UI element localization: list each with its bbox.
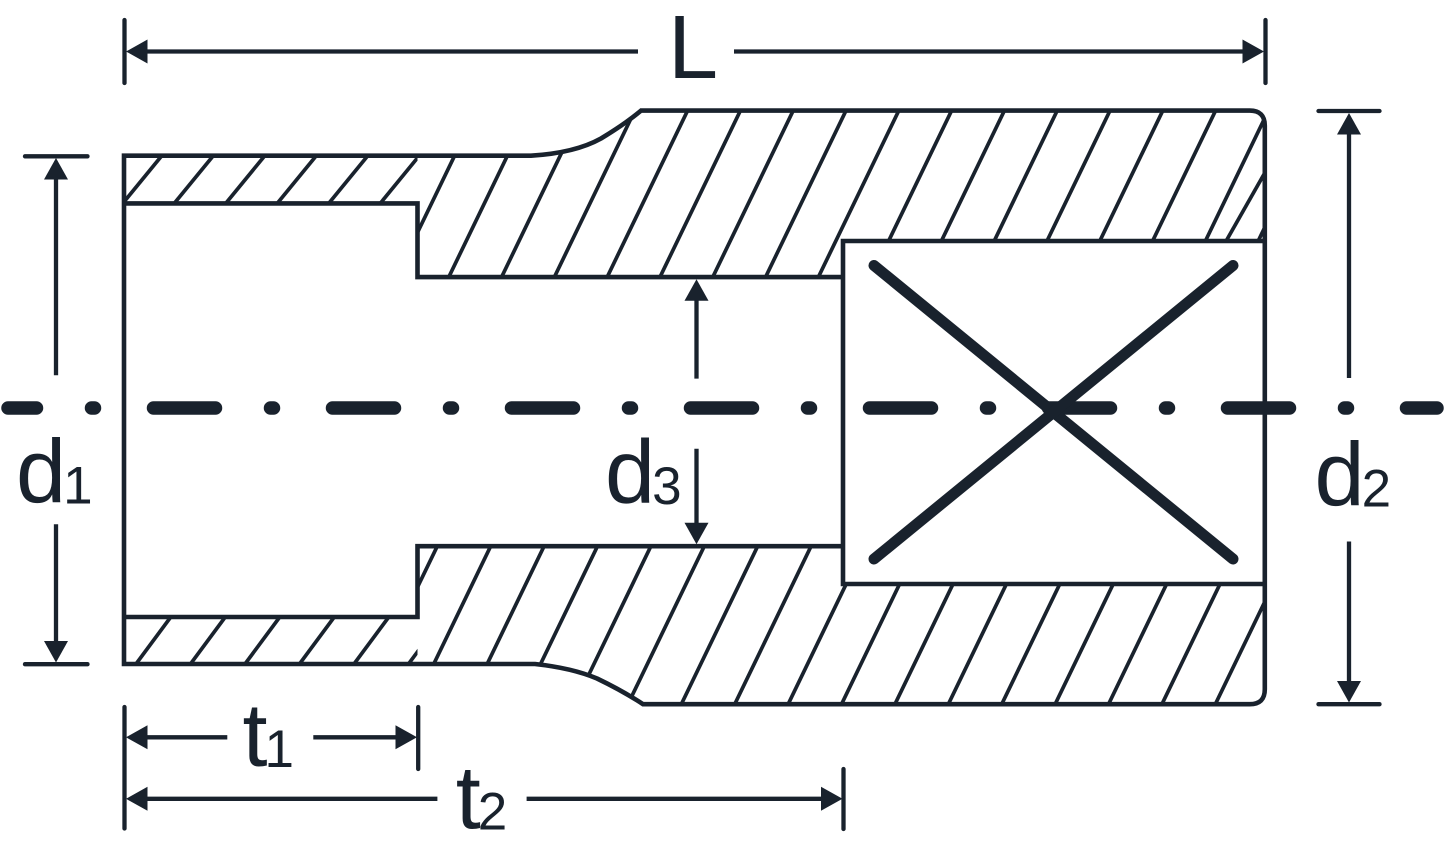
svg-text:L: L [668,0,718,98]
